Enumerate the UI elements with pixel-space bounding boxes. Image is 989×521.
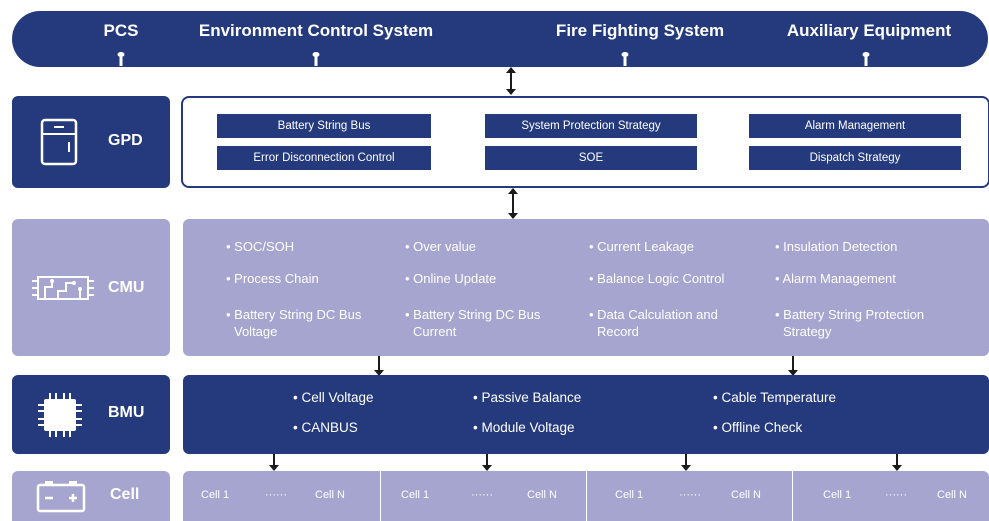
cmu-feature: • Alarm Management	[775, 271, 896, 286]
connector-pin	[621, 52, 629, 66]
gpd-function-box: Alarm Management	[749, 114, 961, 138]
battery-icon	[36, 479, 86, 518]
cell-ellipsis: ······	[471, 489, 493, 501]
top-item-auxiliary-equipment: Auxiliary Equipment	[786, 21, 952, 40]
layer-label-cell: Cell	[12, 471, 170, 521]
bmu-function-panel: • Cell Voltage • Passive Balance • Cable…	[183, 375, 989, 454]
bmu-feature: • Passive Balance	[473, 390, 582, 405]
layer-label-gpd: GPD	[12, 96, 170, 188]
bidirectional-arrow	[508, 188, 518, 219]
layer-title: BMU	[108, 404, 145, 421]
cell-panel: Cell 1 ······ Cell N Cell 1 ······ Cell …	[183, 471, 989, 521]
bmu-feature: • Cable Temperature	[713, 390, 837, 405]
top-item-fire-fighting: Fire Fighting System	[555, 21, 725, 40]
cell-last: Cell N	[937, 489, 967, 501]
down-arrow	[374, 356, 384, 376]
top-system-bar: PCS Environment Control System Fire Figh…	[12, 11, 988, 67]
circuit-board-icon	[30, 273, 96, 308]
cell-first: Cell 1	[201, 489, 230, 501]
down-arrow	[681, 454, 691, 471]
down-arrow	[269, 454, 279, 471]
cmu-feature: • Current Leakage	[589, 239, 695, 254]
cmu-feature: • Insulation Detection	[775, 239, 898, 254]
bidirectional-arrow	[506, 67, 516, 95]
cell-last: Cell N	[527, 489, 557, 501]
layer-title: Cell	[110, 486, 140, 503]
cell-group: Cell 1 ······ Cell N	[793, 471, 989, 521]
down-arrow	[482, 454, 492, 471]
gpd-function-box: SOE	[485, 146, 697, 170]
cabinet-icon	[40, 118, 80, 171]
cell-first: Cell 1	[401, 489, 430, 501]
cmu-feature: • Balance Logic Control	[589, 271, 725, 286]
down-arrow	[788, 356, 798, 376]
cmu-feature: • Process Chain	[226, 271, 319, 286]
gpd-function-box: System Protection Strategy	[485, 114, 697, 138]
cmu-feature: • Over value	[405, 239, 477, 254]
bmu-feature: • CANBUS	[293, 420, 358, 435]
layer-label-cmu: CMU	[12, 219, 170, 356]
cell-group: Cell 1 ······ Cell N	[183, 471, 380, 521]
cell-last: Cell N	[315, 489, 345, 501]
bmu-feature: • Offline Check	[713, 420, 803, 435]
down-arrow	[892, 454, 902, 471]
divider	[586, 471, 587, 521]
cmu-feature: • SOC/SOH	[226, 239, 295, 254]
layer-label-bmu: BMU	[12, 375, 170, 454]
top-item-environment-control: Environment Control System	[198, 21, 434, 40]
chip-icon	[36, 391, 84, 444]
layer-title: GPD	[108, 132, 143, 149]
divider	[792, 471, 793, 521]
cmu-function-panel: • SOC/SOH • Over value • Current Leakage…	[183, 219, 989, 356]
bmu-feature: • Module Voltage	[473, 420, 575, 435]
connector-pin	[117, 52, 125, 66]
gpd-function-box: Error Disconnection Control	[217, 146, 431, 170]
gpd-function-box: Dispatch Strategy	[749, 146, 961, 170]
connector-pin	[862, 52, 870, 66]
divider	[380, 471, 381, 521]
cmu-feature: • Online Update	[405, 271, 497, 286]
layer-title: CMU	[108, 279, 145, 296]
cell-first: Cell 1	[823, 489, 852, 501]
cell-last: Cell N	[731, 489, 761, 501]
cell-group: Cell 1 ······ Cell N	[381, 471, 586, 521]
cell-ellipsis: ······	[679, 489, 701, 501]
cell-ellipsis: ······	[885, 489, 907, 501]
cell-first: Cell 1	[615, 489, 644, 501]
top-item-pcs: PCS	[103, 21, 139, 40]
gpd-function-box: Battery String Bus	[217, 114, 431, 138]
cell-ellipsis: ······	[265, 489, 287, 501]
bmu-feature: • Cell Voltage	[293, 390, 374, 405]
connector-pin	[312, 52, 320, 66]
gpd-function-panel: Battery String Bus System Protection Str…	[181, 96, 989, 188]
cell-group: Cell 1 ······ Cell N	[587, 471, 792, 521]
